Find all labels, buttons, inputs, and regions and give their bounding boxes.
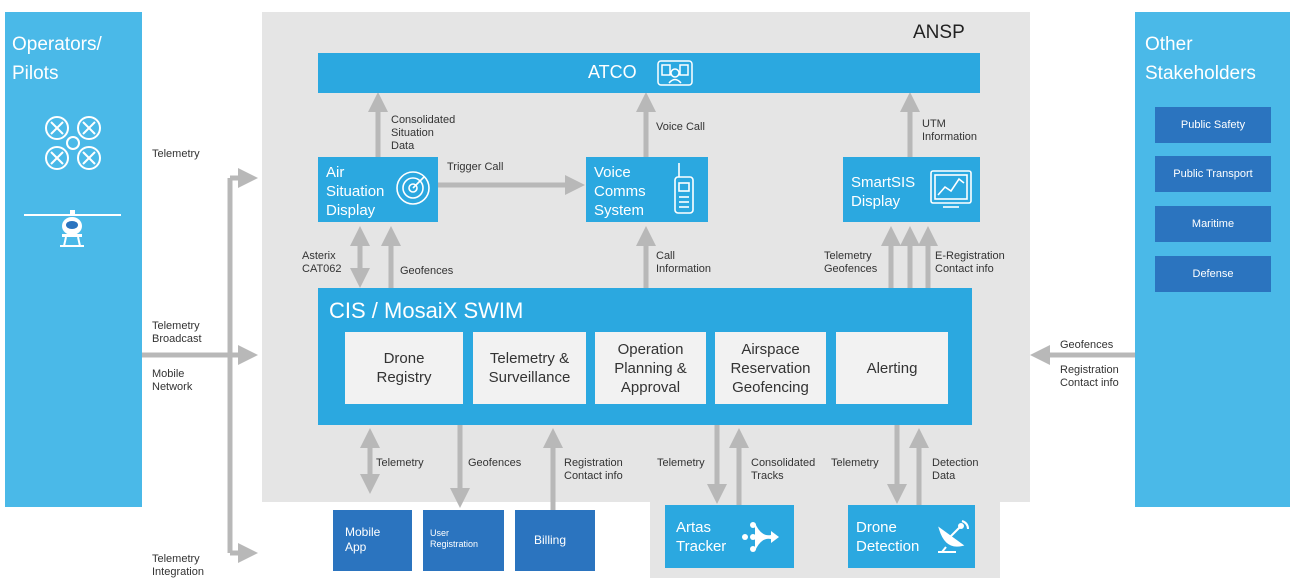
stakeholder-public-safety: Public Safety xyxy=(1155,107,1271,143)
voice-comms-label: Voice Comms System xyxy=(594,164,646,219)
user-registration-box: User Registration xyxy=(423,510,504,571)
atco-label: ATCO xyxy=(588,62,637,82)
stakeholder-maritime: Maritime xyxy=(1155,206,1271,242)
air-situation-label: Air Situation Display xyxy=(326,164,385,219)
label-telemetry-artas: Telemetry xyxy=(657,457,705,469)
label-telemetry-detection: Telemetry xyxy=(831,457,879,469)
label-telemetry-broadcast: Telemetry Broadcast xyxy=(152,320,202,345)
mobile-app-box: Mobile App xyxy=(333,510,412,571)
billing-label: Billing xyxy=(534,533,567,547)
air-taxi-drone-icon xyxy=(24,210,121,247)
stakeholders-title: Other Stakeholders xyxy=(1145,34,1256,84)
label-consolidated-situation: Consolidated Situation Data xyxy=(391,114,456,152)
ansp-label: ANSP xyxy=(913,22,965,43)
module-airspace-reservation: Airspace Reservation Geofencing xyxy=(715,332,826,404)
label-geofences-user: Geofences xyxy=(468,457,522,469)
monitor-chart-icon xyxy=(930,170,972,208)
air-situation-display-box: Air Situation Display xyxy=(318,157,438,222)
satellite-dish-icon xyxy=(938,520,969,553)
label-telemetry-mobile: Telemetry xyxy=(376,457,424,469)
label-consolidated-tracks: Consolidated Tracks xyxy=(751,457,816,482)
label-call-information: Call Information xyxy=(656,250,712,275)
label-geofences-left: Geofences xyxy=(400,265,454,277)
drone-detection-label: Drone Detection xyxy=(856,519,920,555)
module-telemetry-surveillance: Telemetry & Surveillance xyxy=(473,332,586,404)
label-registration-billing: Registration Contact info xyxy=(564,457,623,482)
smartsis-box: SmartSIS Display xyxy=(843,157,980,222)
label-telemetry-top: Telemetry xyxy=(152,148,200,160)
label-registration-right: Registration Contact info xyxy=(1060,364,1119,389)
stakeholders-panel: Other Stakeholders Public Safety Public … xyxy=(1135,12,1290,507)
stakeholder-public-transport: Public Transport xyxy=(1155,156,1271,192)
operators-panel: Operators/ Pilots xyxy=(5,12,142,507)
voice-comms-box: Voice Comms System xyxy=(586,157,708,222)
radio-icon xyxy=(674,163,694,214)
stakeholder-defense: Defense xyxy=(1155,256,1271,292)
artas-tracker-label: Artas Tracker xyxy=(676,519,727,555)
cis-swim-box: CIS / MosaiX SWIM Drone Registry Telemet… xyxy=(318,288,972,425)
drone-detection-box: Drone Detection xyxy=(848,505,975,568)
billing-box: Billing xyxy=(515,510,595,571)
label-asterix: Asterix CAT062 xyxy=(302,250,342,275)
label-mobile-network: Mobile Network xyxy=(152,368,193,393)
module-operation-planning: Operation Planning & Approval xyxy=(595,332,706,404)
mobile-app-label: Mobile App xyxy=(345,525,381,554)
label-geofences-right: Geofences xyxy=(1060,339,1114,351)
label-telemetry-geofences: Telemetry Geofences xyxy=(824,250,878,275)
label-telemetry-integration: Telemetry Integration xyxy=(152,553,204,578)
artas-tracker-box: Artas Tracker xyxy=(665,505,794,568)
label-voice-call: Voice Call xyxy=(656,121,705,133)
cis-swim-label: CIS / MosaiX SWIM xyxy=(329,298,524,323)
user-registration-label: User Registration xyxy=(430,528,479,549)
radar-icon xyxy=(396,171,430,205)
label-trigger-call: Trigger Call xyxy=(447,161,504,173)
label-detection-data: Detection Data xyxy=(932,457,979,482)
module-drone-registry: Drone Registry xyxy=(345,332,463,404)
tracker-routing-icon xyxy=(742,522,779,552)
operators-title: Operators/ Pilots xyxy=(12,34,102,84)
quadcopter-icon xyxy=(45,116,101,170)
atco-bar: ATCO xyxy=(318,53,980,93)
module-alerting: Alerting xyxy=(836,332,948,404)
atco-workstation-icon xyxy=(657,60,693,86)
label-utm-information: UTM Information xyxy=(922,118,978,143)
label-e-registration: E-Registration Contact info xyxy=(935,250,1005,275)
smartsis-label: SmartSIS Display xyxy=(851,174,916,210)
